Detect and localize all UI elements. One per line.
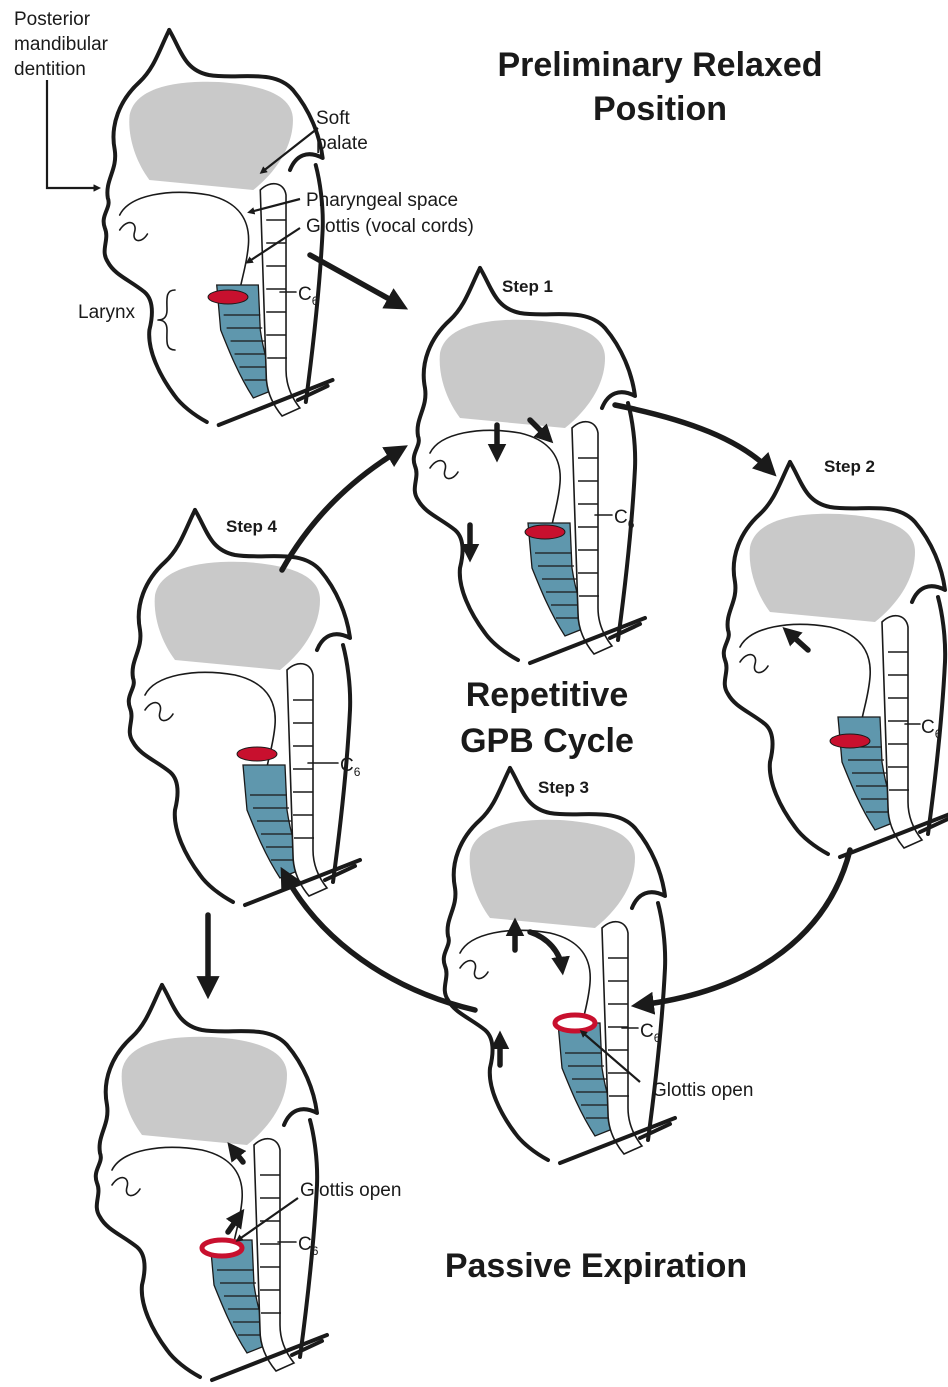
c6-label-step3: C6	[640, 1021, 661, 1045]
title-passive: Passive Expiration	[445, 1247, 747, 1285]
label-glottis-open-step3: Glottis open	[652, 1080, 753, 1101]
c6-label-passive: C6	[298, 1234, 319, 1258]
step4-label: Step 4	[226, 517, 278, 536]
head-step1	[414, 268, 645, 663]
c6-label-step4: C6	[340, 755, 361, 779]
arrow-step2-to-step3	[640, 850, 850, 1005]
label-glottis-vocal-cords: Glottis (vocal cords)	[306, 216, 474, 237]
label-soft-palate-line1: Soft	[316, 108, 351, 129]
title-cycle-line2: GPB Cycle	[460, 722, 634, 760]
glottis-closed-step2	[830, 734, 870, 748]
pointer-dentition	[47, 80, 98, 188]
head-step2	[724, 462, 948, 857]
label-dentition-line3: dentition	[14, 59, 86, 80]
head-passive	[96, 985, 327, 1380]
step1-label: Step 1	[502, 277, 553, 296]
glottis-open-step3	[555, 1015, 595, 1031]
motion-arrow-step2-forward	[788, 632, 808, 650]
label-dentition-line1: Posterior	[14, 9, 91, 30]
title-preliminary-line1: Preliminary Relaxed	[497, 46, 822, 84]
c6-label-prelim: C6	[298, 284, 319, 308]
motion-arrow-passive-1	[232, 1148, 243, 1162]
glottis-closed-step4	[237, 747, 277, 761]
larynx-brace	[158, 290, 175, 350]
c6-label-step2: C6	[921, 717, 942, 741]
arrow-step4-to-step1	[282, 450, 400, 570]
title-cycle-line1: Repetitive	[466, 676, 629, 714]
arrow-prelim-to-step1	[310, 255, 400, 305]
glottis-closed-step1	[525, 525, 565, 539]
step2-label: Step 2	[824, 457, 875, 476]
motion-arrow-step3-curve	[530, 932, 562, 968]
label-soft-palate-line2: palate	[316, 133, 368, 154]
head-preliminary	[104, 30, 333, 425]
label-dentition-line2: mandibular	[14, 34, 109, 55]
label-larynx: Larynx	[78, 302, 136, 323]
label-glottis-open-passive: Glottis open	[300, 1180, 401, 1201]
arrow-step1-to-step2	[615, 405, 770, 470]
glottis-closed-preliminary	[208, 290, 248, 304]
glottis-open-passive	[202, 1240, 242, 1256]
title-preliminary-line2: Position	[593, 90, 727, 128]
step3-label: Step 3	[538, 778, 589, 797]
label-pharyngeal-space: Pharyngeal space	[306, 190, 458, 211]
head-step4	[129, 510, 360, 905]
